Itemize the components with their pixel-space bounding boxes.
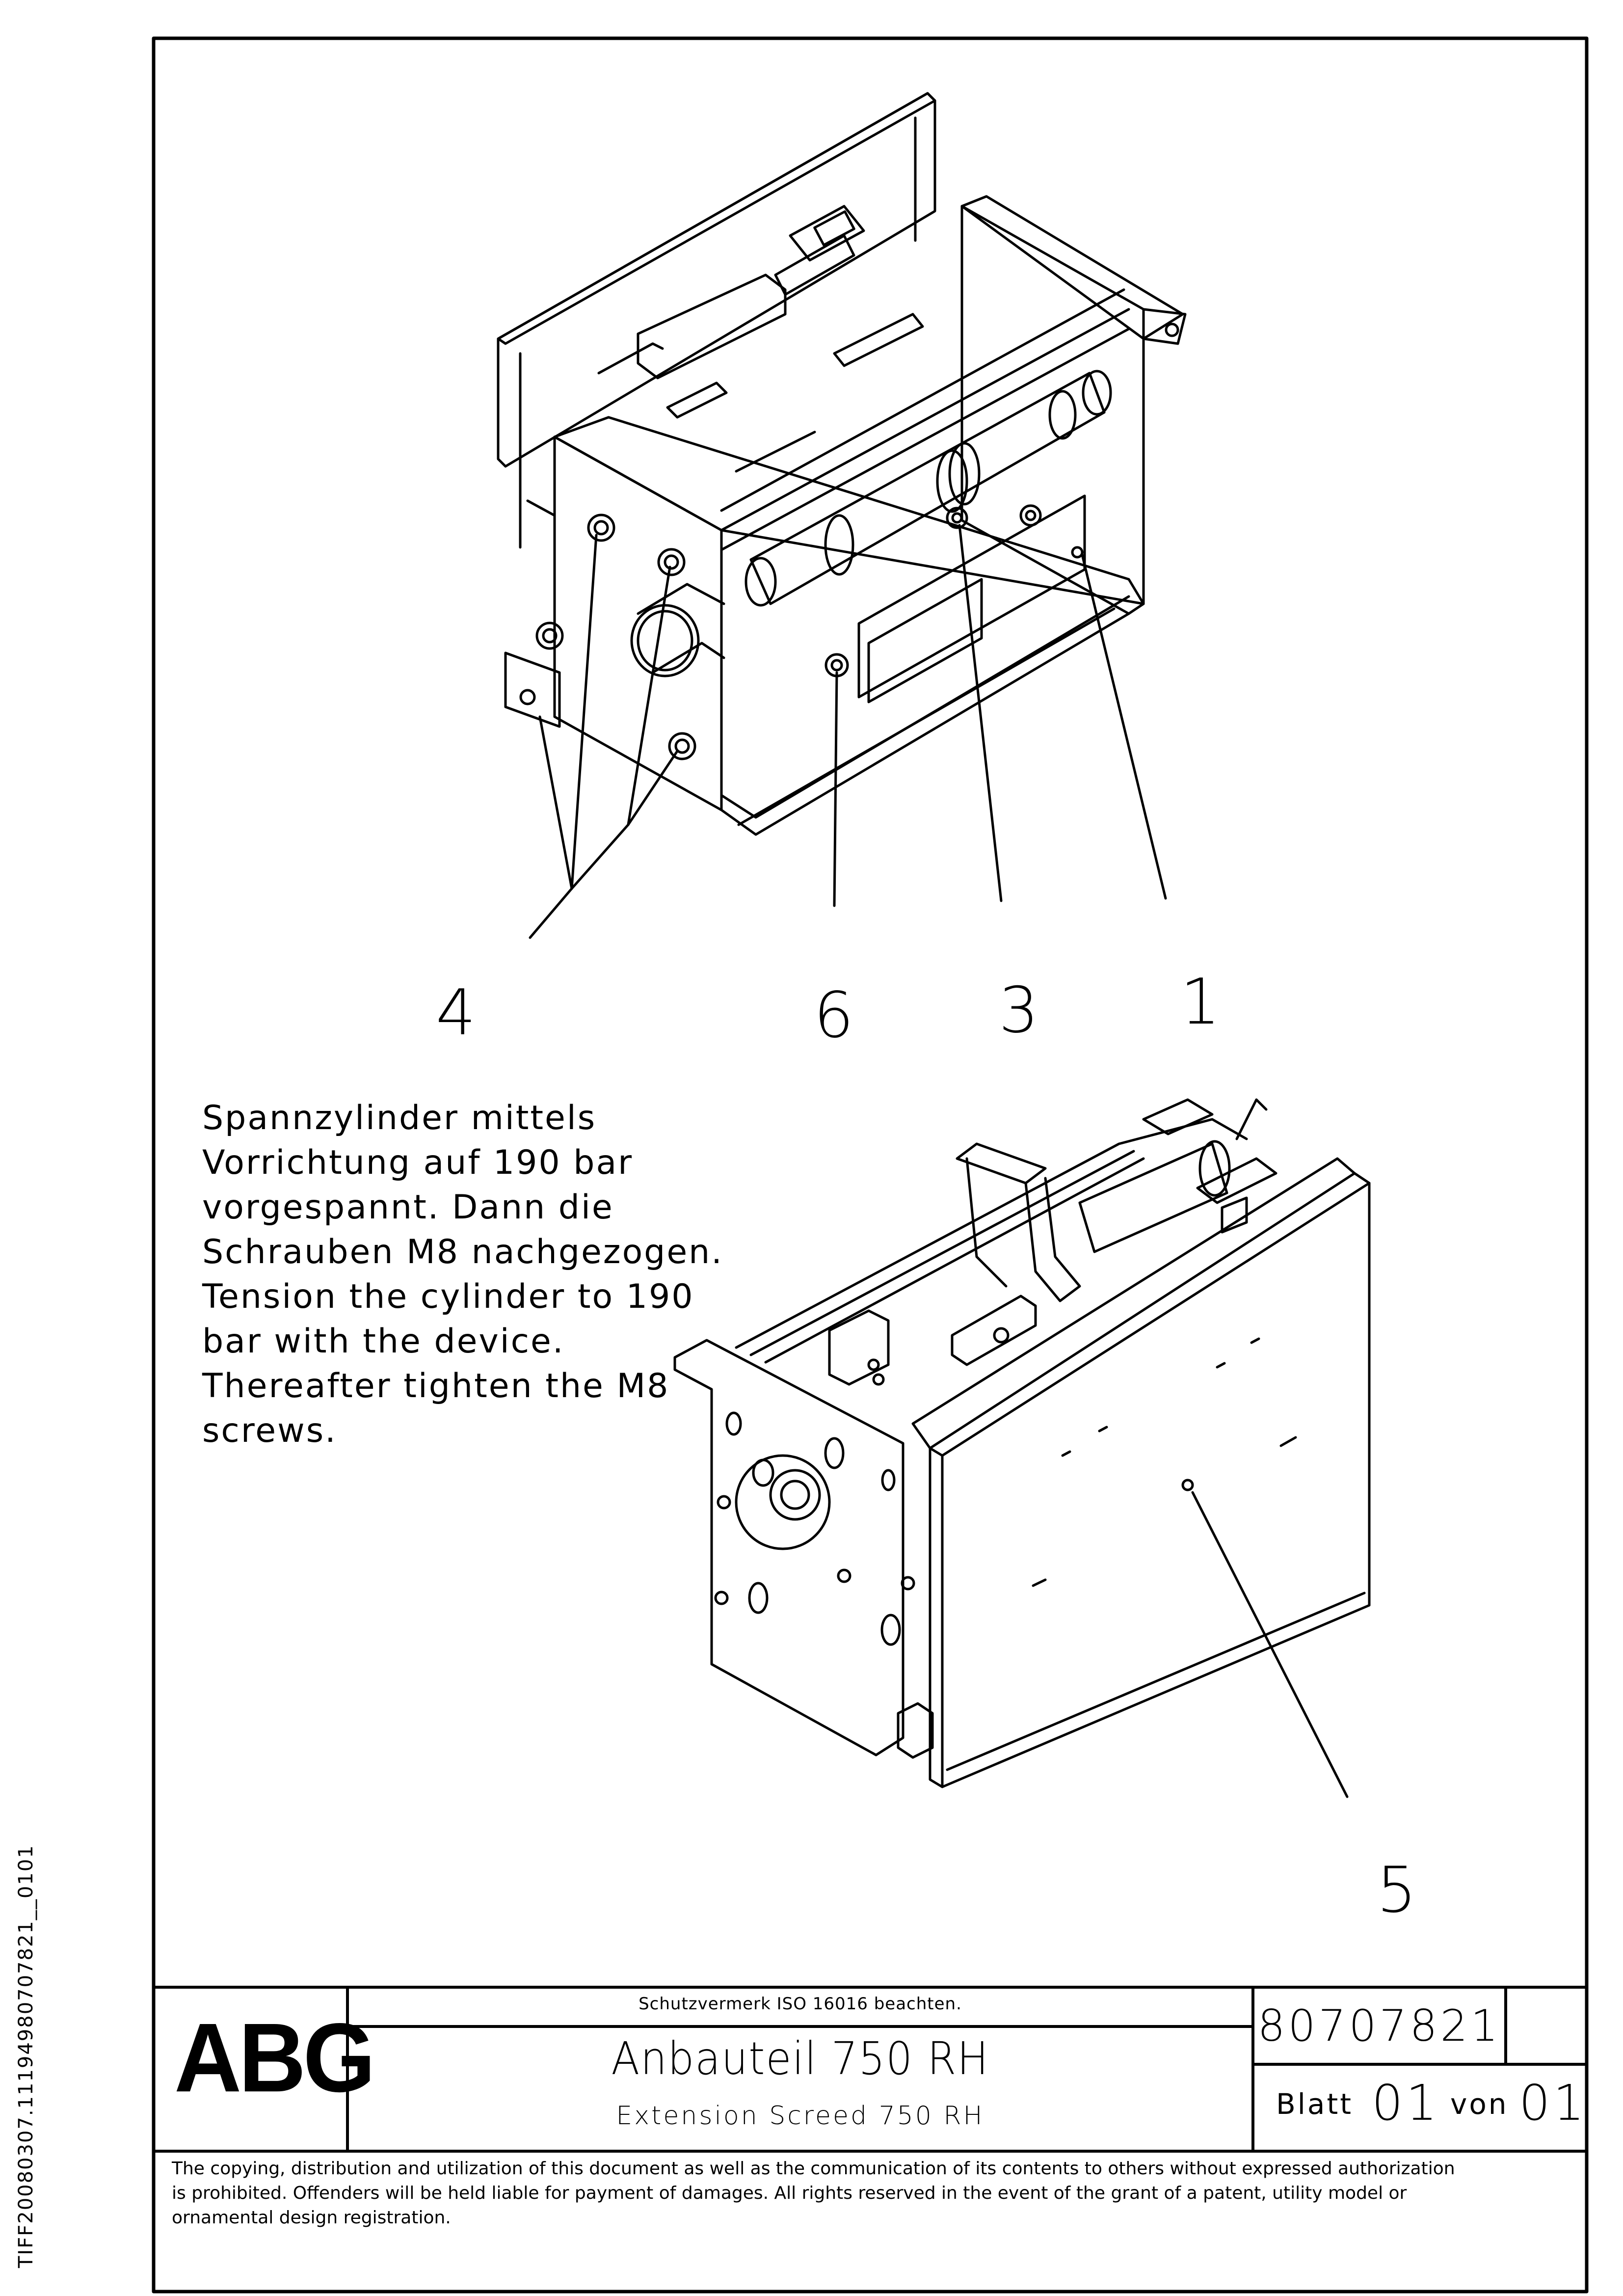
drawing-frame — [152, 36, 1589, 2294]
note-line: Spannzylinder mittels — [202, 1099, 597, 1137]
sheet-label: Blatt — [1276, 2087, 1353, 2121]
company-logo: ABG — [174, 2003, 375, 2113]
of-label: von — [1450, 2087, 1509, 2121]
lower-assembly-drawing — [673, 1098, 1371, 1798]
note-line: Tension the cylinder to 190 — [202, 1277, 694, 1316]
note-line: Thereafter tighten the M8 — [202, 1367, 670, 1405]
sheet-total: 01 — [1519, 2074, 1588, 2132]
copyright-line: ornamental design registration. — [172, 2208, 451, 2228]
callout-5: 5 — [1377, 1854, 1417, 1927]
note-line: vorgespannt. Dann die — [202, 1188, 614, 1227]
sheet-number: 01 — [1372, 2074, 1440, 2132]
drawing-title-en: Extension Screed 750 RH — [616, 2101, 984, 2131]
callout-6: 6 — [814, 979, 854, 1052]
drawing-number: 80707821 — [1257, 2000, 1501, 2051]
callout-4: 4 — [436, 976, 476, 1050]
copyright-notice: The copying, distribution and utilizatio… — [172, 2157, 1585, 2230]
title-block-grid — [152, 1986, 1588, 2153]
copyright-line: The copying, distribution and utilizatio… — [172, 2159, 1455, 2179]
file-id-vertical: TIFF20080307.11194980707821__0101 — [15, 1844, 37, 2268]
note-line: bar with the device. — [202, 1322, 565, 1361]
note-line: Schrauben M8 nachgezogen. — [202, 1233, 723, 1271]
assembly-note: Spannzylinder mittels Vorrichtung auf 19… — [202, 1096, 723, 1453]
callout-3: 3 — [999, 974, 1039, 1047]
upper-assembly-drawing — [497, 92, 1187, 939]
callout-1: 1 — [1180, 966, 1221, 1039]
drawing-title-de: Anbauteil 750 RH — [611, 2032, 989, 2085]
protection-notice: Schutzvermerk ISO 16016 beachten. — [639, 1994, 962, 2014]
note-line: Vorrichtung auf 190 bar — [202, 1143, 634, 1182]
note-line: screws. — [202, 1411, 337, 1450]
copyright-line: is prohibited. Offenders will be held li… — [172, 2183, 1407, 2203]
